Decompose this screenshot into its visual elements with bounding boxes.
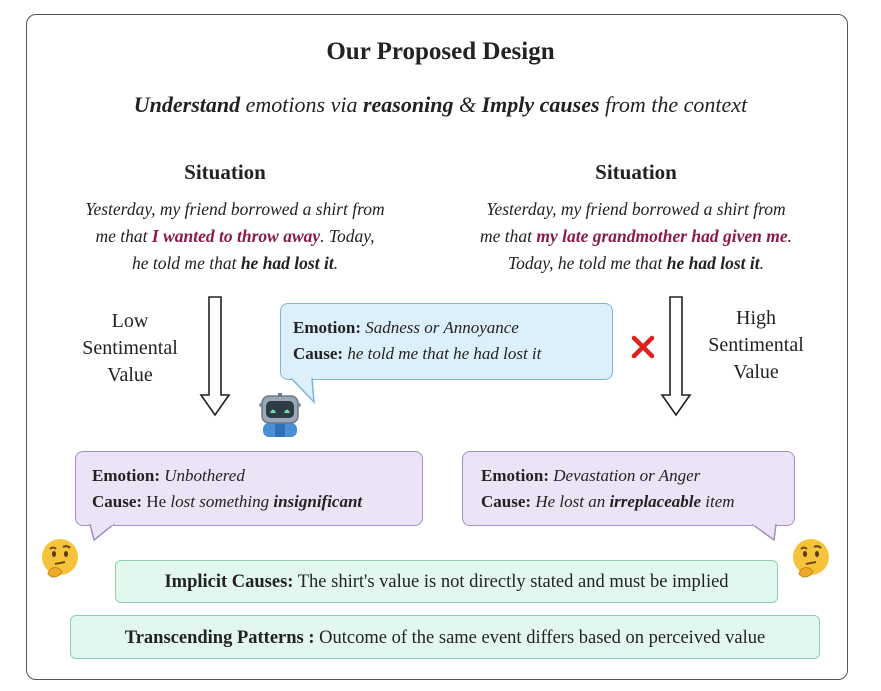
design-frame <box>26 14 848 680</box>
transcending-patterns-note: Transcending Patterns : Outcome of the s… <box>70 615 820 659</box>
left-situation-line-2: me that I wanted to throw away. Today, <box>95 226 375 246</box>
right-situation-heading: Situation <box>595 160 677 184</box>
left-situation-heading: Situation <box>184 160 266 184</box>
left-situation-line-1: Yesterday, my friend borrowed a shirt fr… <box>85 199 385 219</box>
right-bubble-tail <box>751 524 777 542</box>
left-highlight: I wanted to throw away <box>151 226 321 246</box>
transcending-patterns-text: Outcome of the same event differs based … <box>314 628 766 648</box>
right-down-arrow-icon <box>660 296 692 417</box>
implicit-causes-text: The shirt's value is not directly stated… <box>293 572 729 592</box>
subtitle: Understand emotions via reasoning & Impl… <box>0 92 881 118</box>
subtitle-text-3: from the context <box>599 92 748 117</box>
subtitle-reasoning: reasoning <box>362 92 454 117</box>
subtitle-text-2: & <box>453 92 482 117</box>
left-situation-text: Yesterday, my friend borrowed a shirt fr… <box>40 196 430 277</box>
left-thinking-face-icon <box>42 539 78 578</box>
implicit-causes-label: Implicit Causes: <box>164 572 294 592</box>
page-title: Our Proposed Design <box>326 38 555 65</box>
subtitle-imply-causes: Imply causes <box>481 92 600 117</box>
model-prediction-bubble: Emotion: Sadness or Annoyance Cause: he … <box>280 303 613 380</box>
implicit-causes-note: Implicit Causes: The shirt's value is no… <box>115 560 778 603</box>
cross-mark-icon <box>631 335 655 359</box>
transcending-patterns-label: Transcending Patterns : <box>124 628 315 648</box>
left-situation-line-3: he told me that he had lost it. <box>131 253 339 273</box>
left-down-arrow-icon <box>199 296 231 417</box>
robot-icon <box>259 393 301 437</box>
right-highlight: my late grandmother had given me <box>536 226 788 246</box>
right-situation-text: Yesterday, my friend borrowed a shirt fr… <box>432 196 840 277</box>
right-situation-line-2: me that my late grandmother had given me… <box>479 226 793 246</box>
right-outcome-bubble: Emotion: Devastation or Anger Cause: He … <box>462 451 795 526</box>
subtitle-understand: Understand <box>133 92 241 117</box>
right-situation-line-3: Today, he told me that he had lost it. <box>507 253 765 273</box>
right-situation-line-1: Yesterday, my friend borrowed a shirt fr… <box>486 199 786 219</box>
left-bubble-tail <box>89 524 115 542</box>
subtitle-text-1: emotions via <box>240 92 363 117</box>
right-thinking-face-icon <box>793 539 829 578</box>
left-outcome-bubble: Emotion: Unbothered Cause: He lost somet… <box>75 451 423 526</box>
model-bubble-tail <box>290 378 315 404</box>
